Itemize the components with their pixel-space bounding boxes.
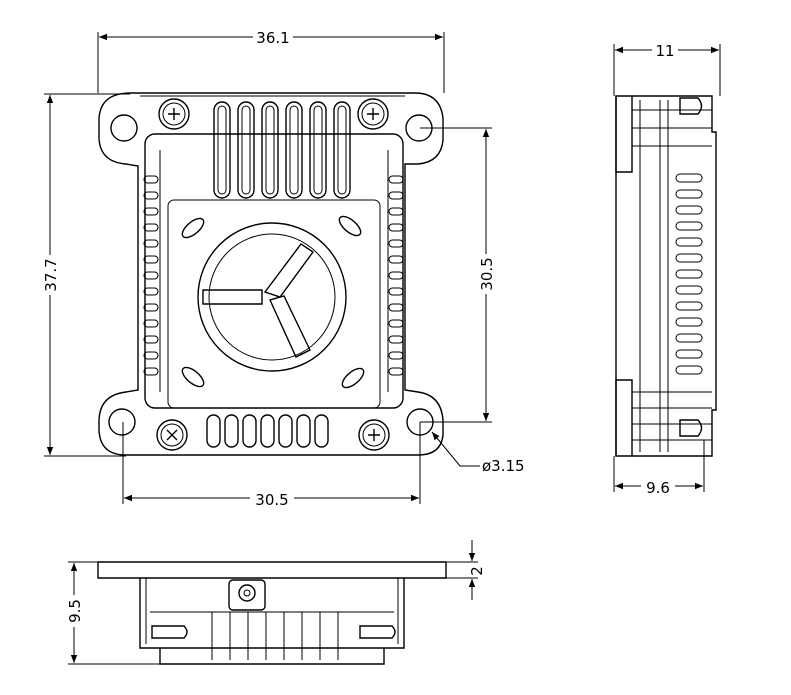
side-bottom-label: 9.6 <box>646 479 670 497</box>
dimension-hole-horizontal: 30.5 <box>122 422 421 509</box>
height-label: 37.7 <box>42 258 60 291</box>
mount-hole-bottom-left <box>108 408 136 436</box>
right-side-fins <box>388 175 404 376</box>
antenna-connector <box>228 579 266 611</box>
bottom-view <box>97 561 447 665</box>
top-width-label: 36.1 <box>256 29 289 47</box>
dimension-hole-vertical: 30.5 <box>420 127 496 423</box>
dimension-plate-thickness: 2 <box>446 540 486 600</box>
dimension-side-bottom: 9.6 <box>613 440 705 497</box>
hole-horizontal-label: 30.5 <box>255 491 288 509</box>
fan <box>197 222 347 372</box>
screw-bottom-left <box>156 419 188 451</box>
side-top-label: 11 <box>655 42 674 60</box>
hole-vertical-label: 30.5 <box>478 257 496 290</box>
side-fins <box>675 173 703 375</box>
dimension-bottom-height: 9.5 <box>65 561 160 665</box>
top-vent-slots <box>213 101 351 199</box>
bottom-vent-slots <box>206 414 329 448</box>
dimension-hole-diameter: ø3.15 <box>431 431 525 475</box>
bottom-height-label: 9.5 <box>66 599 84 623</box>
front-view <box>98 92 444 456</box>
screw-bottom-right <box>358 419 390 451</box>
left-side-fins <box>143 175 159 376</box>
plate-thickness-label: 2 <box>468 566 486 576</box>
side-view <box>615 95 717 457</box>
screw-top-right <box>357 98 389 130</box>
dimension-height: 37.7 <box>41 93 130 457</box>
hole-diameter-label: ø3.15 <box>482 457 525 475</box>
dimension-side-top: 11 <box>613 42 721 96</box>
dimension-top-width: 36.1 <box>97 28 445 93</box>
oval-features <box>181 215 365 389</box>
mount-hole-top-left <box>110 114 138 142</box>
front-outline <box>98 92 444 456</box>
screw-top-left <box>158 98 190 130</box>
